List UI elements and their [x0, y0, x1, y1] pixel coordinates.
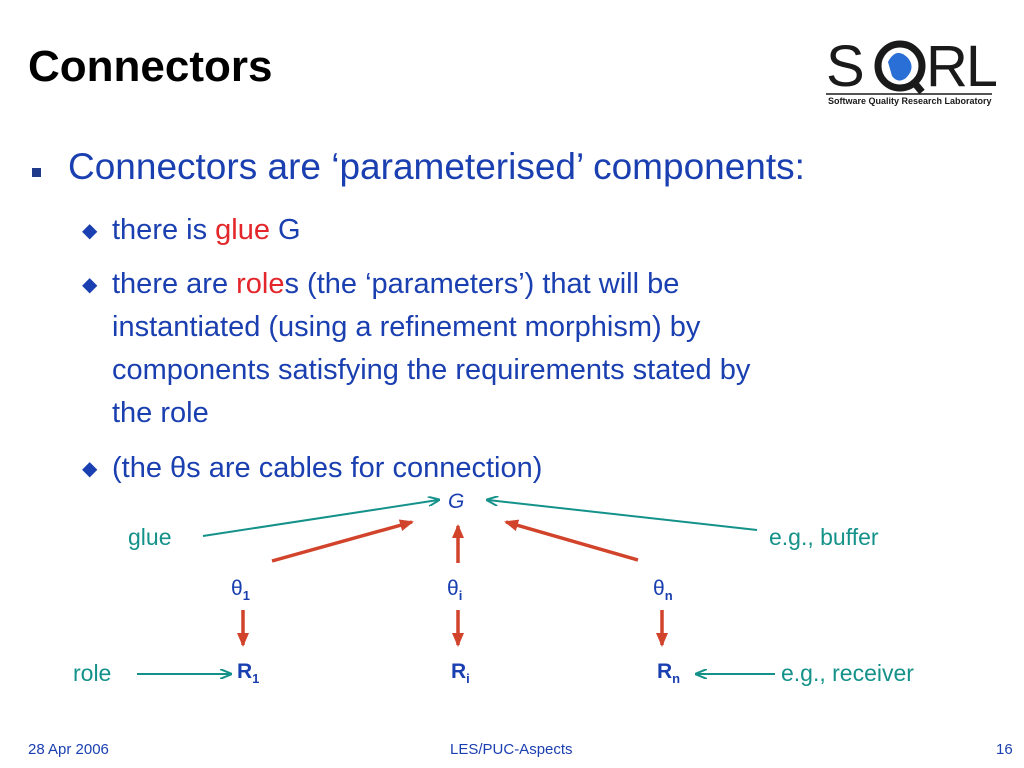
r-subscript: i — [466, 671, 470, 687]
roles-highlight: role — [236, 268, 285, 300]
theta-i-label: θi — [447, 577, 462, 603]
sub-bullet-cables: (the θs are cables for connection) — [112, 447, 542, 490]
receiver-label: e.g., receiver — [781, 660, 914, 686]
glue-text-after: G — [270, 214, 301, 246]
main-bullet-text: Connectors are ‘parameterised’ component… — [68, 146, 805, 187]
square-bullet-icon — [32, 168, 41, 177]
footer-date: 28 Apr 2006 — [28, 741, 109, 758]
r-i-label: Ri — [451, 660, 470, 686]
r-subscript: 1 — [252, 671, 260, 687]
theta-subscript: n — [664, 588, 673, 604]
r-1-label: R1 — [237, 660, 259, 686]
g-label: G — [448, 490, 465, 513]
theta-subscript: i — [458, 588, 463, 604]
roles-text-line3: components satisfying the requirements s… — [112, 354, 751, 386]
svg-text:S: S — [826, 34, 863, 99]
buffer-arrow — [488, 500, 758, 531]
theta-symbol: θ — [231, 577, 243, 600]
theta1-to-g-arrow — [271, 519, 414, 563]
logo-caption: Software Quality Research Laboratory — [828, 96, 992, 106]
sqrl-logo: S RL Software Quality Research Laborator… — [826, 28, 999, 114]
r-n-label: Rn — [657, 660, 680, 686]
slide-title: Connectors — [28, 42, 273, 91]
sub-bullet-glue: there is glue G — [112, 209, 301, 252]
diamond-bullet-icon: ◆ — [82, 274, 98, 296]
theta-subscript: 1 — [242, 588, 250, 604]
diamond-bullet-icon: ◆ — [82, 220, 98, 242]
r-subscript: n — [672, 671, 681, 687]
cables-text-before: (the — [112, 452, 171, 484]
roles-text-line2: instantiated (using a refinement morphis… — [112, 311, 701, 343]
r-symbol: R — [451, 660, 467, 683]
roles-text-line1: s (the ‘parameters’) that will be — [284, 268, 680, 300]
theta-n-label: θn — [653, 577, 673, 603]
svg-text:RL: RL — [926, 34, 996, 99]
roles-text-before: there are — [112, 268, 237, 300]
role-label: role — [73, 660, 112, 686]
theta-symbol: θ — [653, 577, 665, 600]
r-symbol: R — [237, 660, 253, 683]
theta-1-label: θ1 — [231, 577, 250, 603]
glue-text-before: there is — [112, 214, 216, 246]
r-symbol: R — [657, 660, 673, 683]
cables-text-after: s are cables for connection) — [186, 452, 543, 484]
page-number: 16 — [996, 741, 1013, 758]
glue-arrow — [202, 500, 438, 537]
diamond-bullet-icon: ◆ — [82, 458, 98, 480]
theta-symbol: θ — [447, 577, 459, 600]
cables-theta: θ — [170, 452, 187, 484]
glue-label: glue — [128, 524, 172, 550]
thetan-to-g-arrow — [504, 519, 639, 562]
sqrl-logo-graphic: S RL — [826, 34, 999, 99]
footer-center: LES/PUC-Aspects — [450, 741, 573, 758]
roles-text-line4: the role — [112, 397, 209, 429]
sub-bullet-roles: there are roles (the ‘parameters’) that … — [112, 263, 750, 435]
glue-highlight: glue — [215, 214, 270, 246]
buffer-label: e.g., buffer — [769, 524, 879, 550]
